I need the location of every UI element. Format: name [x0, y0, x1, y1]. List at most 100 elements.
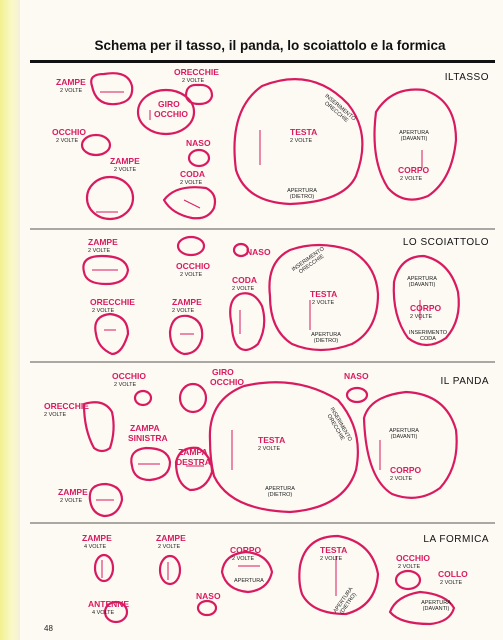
scoiattolo-testa-label: TESTA — [310, 289, 338, 299]
panda-zampe-label: ZAMPE — [58, 487, 88, 497]
formica-corpo-shape — [220, 550, 274, 594]
panda-orecchie-shape — [82, 401, 115, 453]
tasso-corpo-count: 2 VOLTE — [400, 176, 423, 182]
tasso-occhio-ring-label: OCCHIO — [154, 109, 188, 119]
page-number: 48 — [44, 624, 53, 633]
yellow-binding-strip — [0, 0, 20, 640]
tasso-occhio-shape — [80, 133, 112, 157]
formica-apertura-corpo-label: APERTURA — [234, 578, 264, 584]
tasso-giro-occhio-shape — [136, 88, 196, 136]
scoiattolo-orecchie-shape — [94, 312, 130, 356]
formica-corpo-label: CORPO — [230, 545, 262, 555]
scoiattolo-coda-count: 2 VOLTE — [232, 286, 255, 292]
formica-collo-label: COLLO — [438, 569, 468, 579]
tasso-giro-label: GIRO — [158, 99, 180, 109]
tasso-zampe-label: ZAMPE — [56, 77, 86, 87]
scoiattolo-corpo-count: 2 VOLTE — [410, 314, 433, 320]
scoiattolo-testa-count: 2 VOLTE — [312, 300, 335, 306]
panda-occhio-ring-label: OCCHIO — [210, 377, 244, 387]
formica-naso-shape — [196, 599, 218, 617]
scoiattolo-occhio-shape — [176, 235, 206, 257]
tasso-zampe2-count: 2 VOLTE — [114, 167, 137, 173]
tasso-naso-label: NASO — [186, 138, 211, 148]
formica-antenne-count: 4 VOLTE — [92, 610, 115, 616]
page-title: Schema per il tasso, il panda, lo scoiat… — [94, 38, 446, 53]
tasso-apertura-davanti-label: APERTURA (DAVANTI) — [399, 130, 429, 142]
tasso-zampe-shape — [90, 72, 134, 106]
scoiattolo-apertura-dietro-label: APERTURA (DIETRO) — [311, 332, 341, 344]
formica-zampe2-label: ZAMPE — [156, 533, 186, 543]
scoiattolo-corpo-label: CORPO — [410, 303, 442, 313]
panda-zampa-sinistra-label-1: ZAMPA — [130, 423, 160, 433]
tasso-orecchie-count: 2 VOLTE — [182, 78, 205, 84]
tasso-zampe-count: 2 VOLTE — [60, 88, 83, 94]
tasso-corpo-label: CORPO — [398, 165, 430, 175]
scoiattolo-testa-shape — [268, 243, 380, 352]
panda-zampa-sinistra-label-2: SINISTRA — [128, 433, 168, 443]
scoiattolo-zampe2-count: 2 VOLTE — [172, 308, 195, 314]
tasso-occhio-label: OCCHIO — [52, 127, 86, 137]
tasso-zampe2-label: ZAMPE — [110, 156, 140, 166]
formica-collo-shape — [388, 590, 456, 626]
scoiattolo-zampe-label: ZAMPE — [88, 237, 118, 247]
formica-corpo-count: 2 VOLTE — [232, 556, 255, 562]
panda-corpo-label: CORPO — [390, 465, 422, 475]
scoiattolo-inserimento-coda-label: INSERIMENTO CODA — [408, 330, 448, 342]
formica-zampe-shape — [93, 553, 115, 583]
scoiattolo-zampe-count: 2 VOLTE — [88, 248, 111, 254]
panda-zampa-destra-label-1: ZAMPA — [178, 447, 208, 457]
tasso-coda-count: 2 VOLTE — [180, 180, 203, 186]
panda-zampe-shape — [88, 482, 124, 518]
formica-testa-shape — [298, 534, 380, 616]
scoiattolo-coda-label: CODA — [232, 275, 258, 285]
formica-zampe2-count: 2 VOLTE — [158, 544, 181, 550]
formica-testa-count: 2 VOLTE — [320, 556, 343, 562]
formica-antenne-shape — [103, 600, 129, 624]
panda-orecchie-count: 2 VOLTE — [44, 412, 67, 418]
panda-orecchie-label: ORECCHIE — [44, 401, 89, 411]
scoiattolo-coda-shape — [229, 292, 266, 352]
panda-apertura-davanti-label: APERTURA (DAVANTI) — [389, 428, 419, 440]
panda-testa-label: TESTA — [258, 435, 286, 445]
tasso-testa-label: TESTA — [290, 127, 318, 137]
formica-naso-label: NASO — [196, 591, 221, 601]
formica-collo-count: 2 VOLTE — [440, 580, 463, 586]
panda-naso-shape — [345, 386, 369, 404]
scoiattolo-orecchie-count: 2 VOLTE — [92, 308, 115, 314]
tasso-coda-label: CODA — [180, 169, 206, 179]
scoiattolo-naso-shape — [232, 242, 250, 258]
panda-zampa-sinistra-shape — [130, 446, 172, 482]
scoiattolo-zampe2-shape — [168, 314, 204, 356]
tasso-naso-shape — [187, 148, 211, 168]
scoiattolo-apertura-davanti-label: APERTURA (DAVANTI) — [407, 276, 437, 288]
scoiattolo-corpo-shape — [392, 254, 460, 347]
panda-testa-count: 2 VOLTE — [258, 446, 281, 452]
section-heading-panda: IL PANDA — [440, 376, 489, 387]
scoiattolo-zampe-shape — [82, 254, 130, 286]
panda-testa-shape — [208, 381, 359, 514]
formica-apertura-collo-label: APERTURA (DAVANTI) — [421, 600, 451, 612]
scoiattolo-occhio-label: OCCHIO — [176, 261, 210, 271]
tasso-occhio-count: 2 VOLTE — [56, 138, 79, 144]
scoiattolo-occhio-count: 2 VOLTE — [180, 272, 203, 278]
panda-corpo-count: 2 VOLTE — [390, 476, 413, 482]
scoiattolo-orecchie-label: ORECCHIE — [90, 297, 135, 307]
panda-giro-occhio-shape — [178, 382, 208, 414]
formica-occhio-label: OCCHIO — [396, 553, 430, 563]
panda-zampe-count: 2 VOLTE — [60, 498, 83, 504]
panda-giro-label: GIRO — [212, 367, 234, 377]
panda-occhio-count: 2 VOLTE — [114, 382, 137, 388]
scoiattolo-naso-label: NASO — [246, 247, 271, 257]
tasso-orecchie-label: ORECCHIE — [174, 67, 219, 77]
tasso-zampe2-shape — [85, 175, 135, 221]
panda-apertura-dietro-label: APERTURA (DIETRO) — [265, 486, 295, 498]
formica-occhio-shape — [394, 569, 422, 591]
title-rule — [30, 60, 495, 63]
panda-naso-label: NASO — [344, 371, 369, 381]
tasso-corpo-shape — [373, 88, 458, 201]
formica-zampe-count: 4 VOLTE — [84, 544, 107, 550]
page — [20, 0, 503, 640]
formica-testa-label: TESTA — [320, 545, 348, 555]
panda-zampa-destra-label-2: DESTRA — [176, 457, 211, 467]
